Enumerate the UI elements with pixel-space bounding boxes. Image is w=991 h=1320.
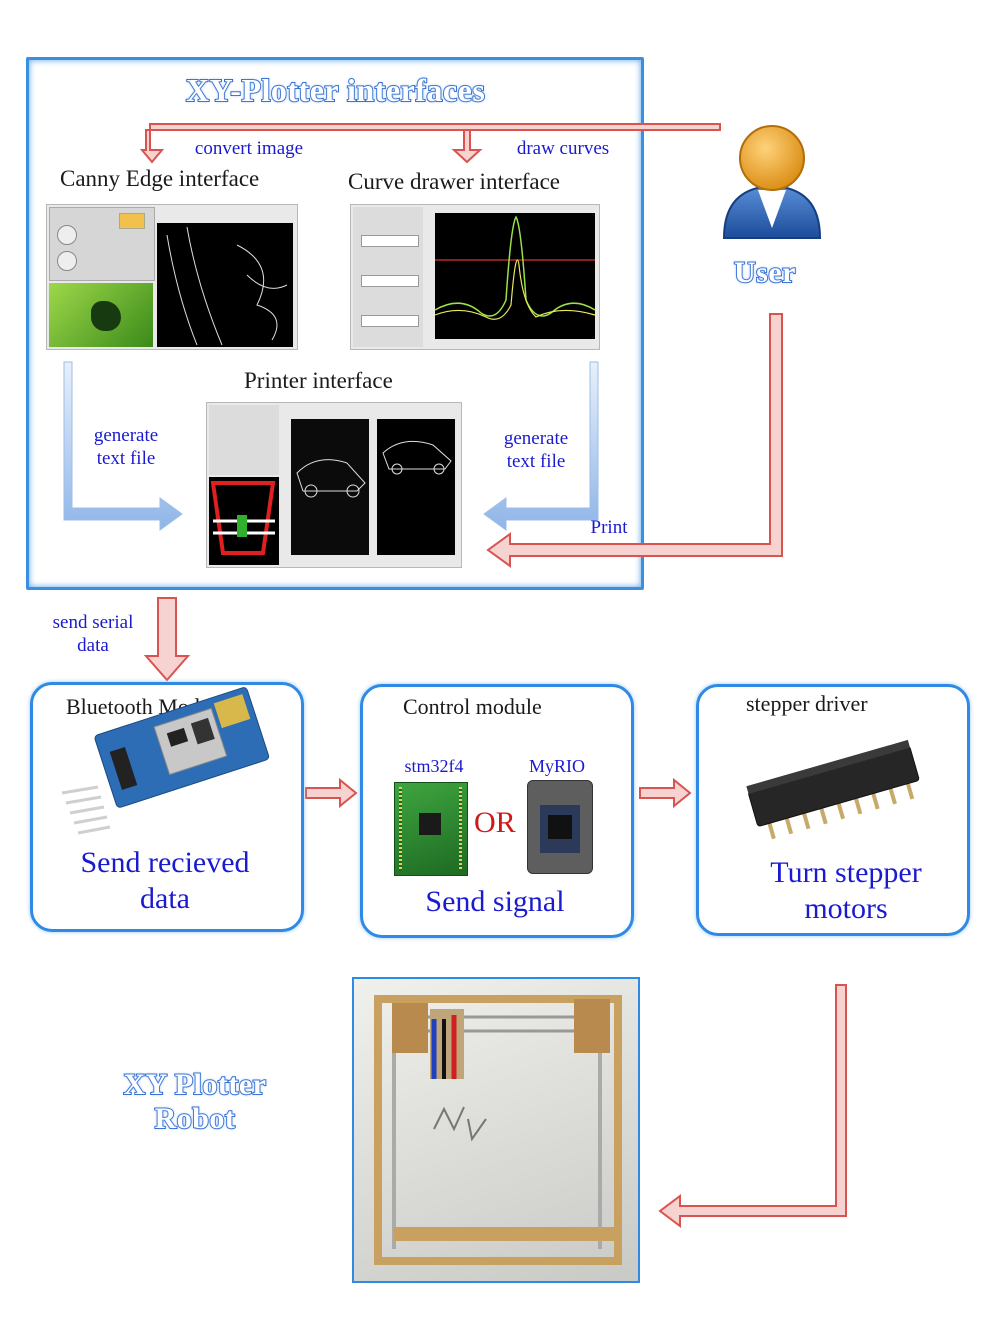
print-label: Print: [590, 517, 628, 538]
stm32-board-image: [394, 782, 468, 876]
user-to-interfaces-arrow: [139, 123, 721, 164]
interfaces-title: XY-Plotter interfaces: [185, 71, 486, 109]
user-label: User: [733, 255, 796, 290]
control-title: Control module: [403, 694, 542, 719]
robot-photo: [352, 977, 640, 1283]
printer-title: Printer interface: [244, 368, 393, 393]
curve-screenshot: [350, 204, 600, 350]
printer-screenshot: [206, 402, 462, 568]
serial-down-arrow: [143, 597, 191, 682]
robot-label: XY Plotter Robot: [123, 1067, 268, 1136]
canny-title: Canny Edge interface: [60, 166, 260, 191]
generate-left-label: generate text file: [93, 425, 159, 469]
canny-to-printer-arrow: [63, 361, 183, 531]
driver-title: stepper driver: [746, 691, 868, 716]
bluetooth-action: Send recieved data: [80, 846, 250, 915]
driver-action: Turn stepper motors: [770, 856, 922, 925]
curve-title: Curve drawer interface: [348, 169, 560, 194]
curve-to-printer-arrow: [483, 361, 599, 531]
bt-to-control-arrow: [305, 777, 358, 809]
user-to-printer-arrow: [486, 313, 783, 568]
convert-image-label: convert image: [194, 138, 304, 159]
myrio-label: MyRIO: [528, 756, 585, 776]
draw-curves-label: draw curves: [516, 138, 610, 159]
or-label: OR: [474, 806, 516, 839]
control-action: Send signal: [425, 885, 565, 918]
canny-screenshot: [46, 204, 298, 350]
myrio-device-image: [527, 780, 593, 874]
send-serial-label: send serial data: [52, 612, 134, 656]
driver-to-robot-arrow: [658, 984, 847, 1228]
stm32-label: stm32f4: [404, 756, 464, 776]
driver-module-box: [696, 684, 970, 936]
generate-right-label: generate text file: [503, 428, 569, 472]
control-to-driver-arrow: [639, 777, 692, 809]
